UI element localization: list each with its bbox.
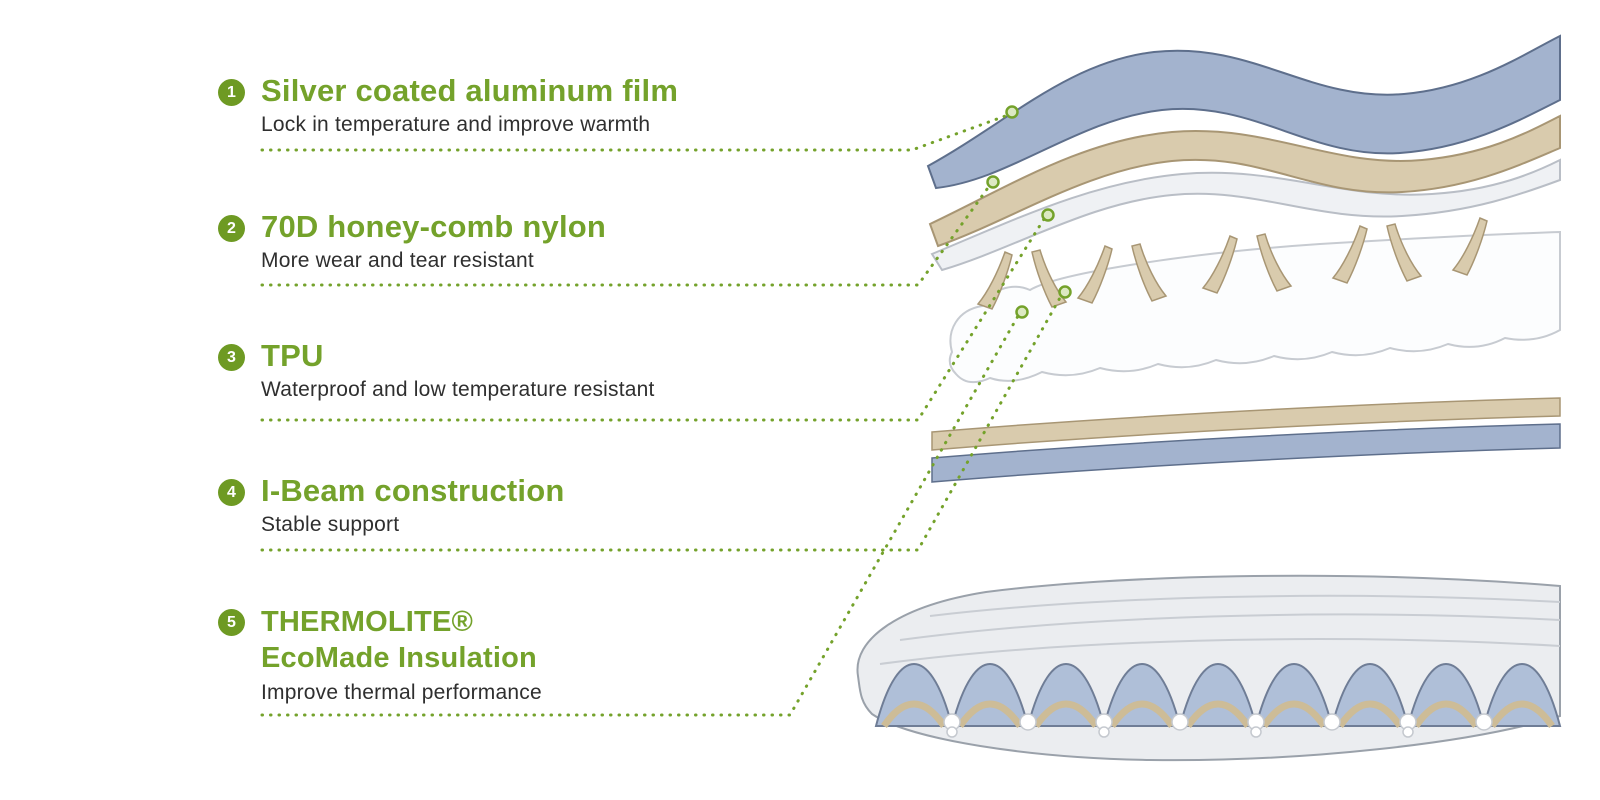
item-title: 70D honey-comb nylon xyxy=(261,209,607,244)
bottom-pad xyxy=(856,574,1562,762)
leader-line-2 xyxy=(260,183,992,287)
layer-marker-dot-2 xyxy=(986,175,1000,189)
ibeam-group xyxy=(976,216,1488,310)
leader-line-4 xyxy=(260,294,1063,552)
layer-marker-dot-1 xyxy=(1005,105,1019,119)
layer-bottom-sheets xyxy=(931,397,1561,483)
layer-marker-dot-5 xyxy=(1015,305,1029,319)
layer-aluminum-film xyxy=(926,34,1561,190)
leader-line-3 xyxy=(260,217,1046,422)
item-description: Stable support xyxy=(261,513,400,536)
pad-tan-arcs xyxy=(881,700,1555,729)
item-title: I-Beam construction xyxy=(261,473,565,508)
item-number-badge: 4 xyxy=(218,479,245,506)
item-number-badge: 2 xyxy=(218,215,245,242)
layer-marker-dot-4 xyxy=(1058,285,1072,299)
item-number-badge: 5 xyxy=(218,609,245,636)
item-description: Improve thermal performance xyxy=(261,681,542,704)
layer-marker-dot-3 xyxy=(1041,208,1055,222)
layer-tpu xyxy=(930,158,1561,272)
legend-item-thermolite: 5 THERMOLITE® EcoMade Insulation Improve… xyxy=(218,604,938,704)
leader-lines xyxy=(260,113,1063,717)
item-title-line2: EcoMade Insulation xyxy=(261,642,537,674)
layer-nylon xyxy=(928,114,1561,248)
item-description: More wear and tear resistant xyxy=(261,249,534,272)
item-description: Lock in temperature and improve warmth xyxy=(261,113,651,136)
item-title: THERMOLITE® xyxy=(261,606,474,638)
marker-dots xyxy=(986,105,1072,319)
item-number-badge: 3 xyxy=(218,344,245,371)
legend-item-nylon: 2 70D honey-comb nylon More wear and tea… xyxy=(218,210,938,272)
item-number-badge: 1 xyxy=(218,79,245,106)
legend-item-aluminum-film: 1 Silver coated aluminum film Lock in te… xyxy=(218,74,938,136)
item-title: TPU xyxy=(261,338,324,373)
pad-fluff xyxy=(943,713,1493,738)
item-title: Silver coated aluminum film xyxy=(261,73,679,108)
legend-item-ibeam: 4 I-Beam construction Stable support xyxy=(218,474,938,536)
legend-item-tpu: 3 TPU Waterproof and low temperature res… xyxy=(218,339,938,401)
pad-tube-scallops xyxy=(874,662,1562,727)
leader-line-5 xyxy=(260,314,1020,717)
item-description: Waterproof and low temperature resistant xyxy=(261,378,655,401)
